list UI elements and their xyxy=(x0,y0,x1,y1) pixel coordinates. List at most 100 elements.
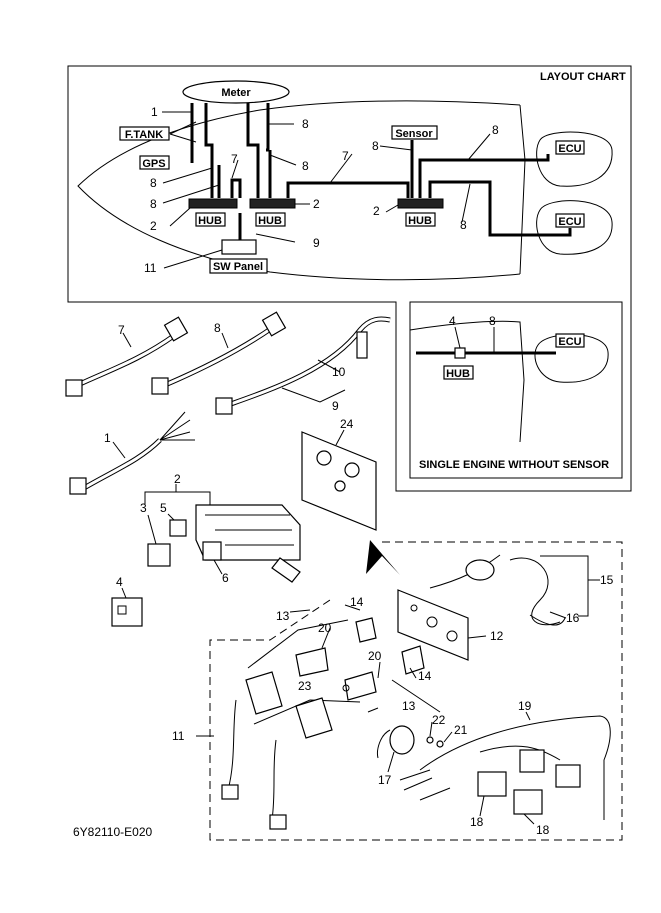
callout-19: 19 xyxy=(518,699,532,713)
harness-19: 19 18 18 xyxy=(399,699,611,837)
sw-panel-shape xyxy=(221,239,257,255)
layout-chart-frame xyxy=(67,65,632,492)
layout-chart: LAYOUT CHART Meter HUB HUB HUB F.TANK xyxy=(67,65,632,492)
meter-shape xyxy=(182,80,290,104)
hub-label-3: HUB xyxy=(408,215,432,227)
wiring-meter-right xyxy=(246,103,272,198)
hub-bar-3 xyxy=(397,198,444,209)
callout-3: 3 xyxy=(140,501,147,515)
callout-18-a: 18 xyxy=(470,815,484,829)
ecu-box-upper xyxy=(555,140,585,155)
single-hub-label: HUB xyxy=(446,368,470,380)
cable-8: 8 xyxy=(151,311,287,395)
callout-2: 2 xyxy=(174,472,181,486)
callout-8-layout-g: 8 xyxy=(460,218,467,232)
callout-8-layout-e: 8 xyxy=(372,139,379,153)
hub-label-box-2 xyxy=(255,212,286,227)
panel-12: 12 xyxy=(397,589,504,661)
callout-21: 21 xyxy=(454,723,468,737)
engine-outline-lower xyxy=(536,200,613,255)
callout-8: 8 xyxy=(214,321,221,335)
callout-17: 17 xyxy=(378,773,392,787)
callout-6: 6 xyxy=(222,571,229,585)
cable-7: 7 xyxy=(65,316,189,397)
callout-22: 22 xyxy=(432,713,446,727)
callout-7: 7 xyxy=(118,323,125,337)
callout-11-layout: 11 xyxy=(144,261,157,275)
arrow-icon xyxy=(366,540,400,575)
layout-chart-title: LAYOUT CHART xyxy=(540,71,626,83)
single-ecu-label: ECU xyxy=(558,336,581,348)
sensor-label: Sensor xyxy=(395,128,433,140)
callout-2-layout-c: 2 xyxy=(373,204,380,218)
callout-1-layout: 1 xyxy=(151,105,158,119)
callout-8-layout-c: 8 xyxy=(150,176,157,190)
hub-label-1: HUB xyxy=(198,215,222,227)
wiring-7-short xyxy=(230,178,242,198)
lanyard-15-16: 15 16 xyxy=(429,554,614,626)
single-ecu-box xyxy=(555,333,585,348)
parts-3-5-6-4: 3 5 6 4 xyxy=(111,501,229,627)
buzzer-17: 17 22 21 xyxy=(377,713,468,787)
single-hub-square xyxy=(454,347,466,359)
callout-14-a: 14 xyxy=(350,595,364,609)
hub-label-2: HUB xyxy=(258,215,282,227)
ftank-box xyxy=(119,126,170,141)
callout-8-layout-d: 8 xyxy=(150,197,157,211)
single-engine-chart: HUB ECU 4 8 SINGLE ENGINE WITHOUT SENSOR xyxy=(409,301,623,479)
callout-9: 9 xyxy=(332,399,339,413)
sw-panel-box xyxy=(209,258,268,274)
hub-bar-2 xyxy=(249,198,296,209)
single-engine-hull xyxy=(409,320,525,443)
plate-24: 24 xyxy=(301,417,400,575)
callout-12: 12 xyxy=(490,629,504,643)
ecu-box-lower xyxy=(555,213,585,228)
callout-20-a: 20 xyxy=(318,621,332,635)
hub-assembly-2: 2 xyxy=(144,472,301,583)
callout-8-layout-b: 8 xyxy=(302,159,309,173)
ecu-label-upper: ECU xyxy=(558,143,581,155)
callout-4: 4 xyxy=(116,575,123,589)
hub-bar-1 xyxy=(188,198,238,209)
sensor-box xyxy=(391,125,438,140)
meter-label: Meter xyxy=(221,87,251,99)
callout-14-b: 14 xyxy=(418,669,432,683)
gps-box xyxy=(139,155,170,170)
callout-4-single: 4 xyxy=(449,314,456,328)
callout-2-layout-b: 2 xyxy=(313,197,320,211)
cable-1: 1 xyxy=(69,411,195,495)
callout-20-b: 20 xyxy=(368,649,382,663)
wiring-8-ecu-lower xyxy=(428,180,572,237)
callout-10: 10 xyxy=(332,365,346,379)
hub-label-box-3 xyxy=(405,212,436,227)
callout-23: 23 xyxy=(298,679,312,693)
callout-13-b: 13 xyxy=(402,699,416,713)
callout-13-a: 13 xyxy=(276,609,290,623)
callout-16: 16 xyxy=(566,611,580,625)
wiring-8-ecu-upper xyxy=(418,154,550,198)
callout-18-b: 18 xyxy=(536,823,550,837)
switch-assemblies: 13 14 20 20 14 23 13 11 xyxy=(172,595,441,830)
single-leaders xyxy=(454,326,495,353)
boat-hull xyxy=(77,100,521,281)
single-hub-box xyxy=(443,365,474,380)
parts: 7 8 9 10 1 xyxy=(65,311,623,841)
ftank-label: F.TANK xyxy=(125,129,163,141)
callout-7-layout-a: 7 xyxy=(231,152,238,166)
transom xyxy=(519,104,526,275)
callout-15: 15 xyxy=(600,573,614,587)
callout-8-layout-a: 8 xyxy=(302,117,309,131)
single-engine-frame xyxy=(409,301,623,479)
callout-2-layout-a: 2 xyxy=(150,219,157,233)
callout-7-layout-b: 7 xyxy=(342,149,349,163)
hub-label-box-1 xyxy=(195,212,226,227)
callout-5: 5 xyxy=(160,501,167,515)
callout-11: 11 xyxy=(172,729,185,743)
wiring-7-long xyxy=(286,181,410,198)
ecu-label-lower: ECU xyxy=(558,216,581,228)
callout-8-single: 8 xyxy=(489,314,496,328)
wiring-meter-left xyxy=(190,103,221,198)
callout-9-layout: 9 xyxy=(313,236,320,250)
leader-lines-layout xyxy=(162,111,491,269)
